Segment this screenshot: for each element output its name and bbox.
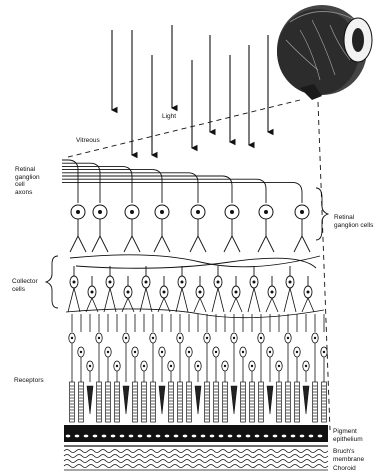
- receptor-layer: [69, 314, 327, 422]
- light-arrows: [112, 25, 268, 155]
- collector-cells-label: Collector cells: [12, 278, 38, 293]
- ganglion-axons: [62, 160, 302, 203]
- cone-outer-segment: [87, 386, 93, 414]
- cone-outer-segment: [303, 386, 309, 414]
- vitreous-label: Vitreous: [76, 137, 100, 145]
- retinal-ganglion-cell-axons-label: Retinal ganglion cell axons: [15, 166, 40, 196]
- bruchs-membrane-label: Bruch's membrane: [333, 448, 364, 463]
- ganglion-cell-layer: [70, 205, 320, 268]
- axon-line: [62, 170, 162, 203]
- axon-line: [62, 176, 232, 203]
- pigment-epithelium-band: [64, 425, 328, 442]
- axon-line: [62, 166, 132, 203]
- axon-line: [62, 173, 198, 203]
- cone-outer-segment: [267, 386, 273, 414]
- pigment-epithelium-label: Pigment epithelium: [333, 428, 363, 443]
- cone-outer-segment: [195, 386, 201, 414]
- choroid-label: Choroid: [333, 465, 356, 473]
- receptors-label: Receptors: [14, 377, 44, 385]
- light-label: Light: [162, 113, 176, 121]
- choroid-band: [64, 450, 328, 471]
- cone-outer-segment: [123, 386, 129, 414]
- collector-cell-layer: [66, 266, 324, 318]
- retinal-ganglion-cells-label: Retinal ganglion cells: [334, 214, 373, 229]
- cone-outer-segment: [159, 386, 165, 414]
- cone-outer-segment: [231, 386, 237, 414]
- eyeball-cross-section-icon: [277, 5, 372, 100]
